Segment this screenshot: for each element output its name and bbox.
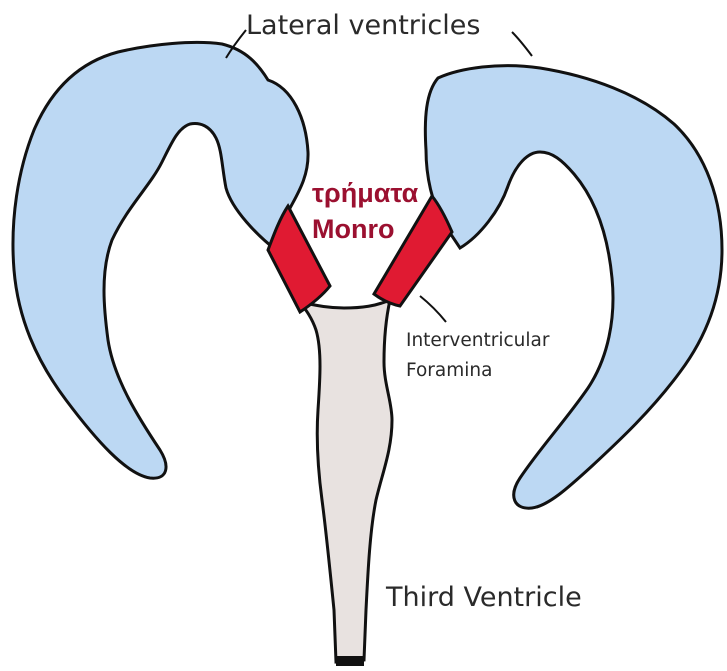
lateral-ventricles-label: Lateral ventricles [246,10,480,41]
right-lateral-ventricle [425,66,722,509]
greek-label-line2: Monro [312,214,394,244]
left-lateral-ventricle [13,42,308,478]
third-ventricle [300,300,392,662]
third-ventricle-label: Third Ventricle [385,582,582,613]
interventricular-label-line2: Foramina [406,360,492,381]
lateral-ventricles-leader-right [512,32,532,56]
interventricular-label-line1: Interventricular [406,330,550,351]
third-ventricle-tip [336,656,364,666]
interventricular-leader [420,296,446,322]
right-foramen [374,196,452,306]
greek-label-line1: τρήματα [312,178,419,208]
